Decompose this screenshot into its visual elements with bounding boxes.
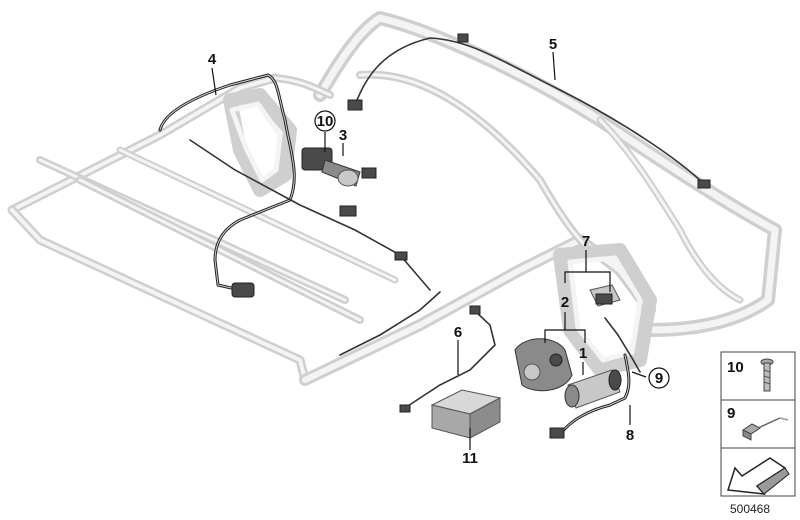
callout-1: 1 — [579, 345, 587, 362]
parts-legend: 10 9 — [720, 351, 796, 497]
pump-motor-1 — [564, 369, 622, 409]
callout-10-circle — [314, 110, 336, 132]
callout-9-circle — [648, 367, 670, 389]
callout-8: 8 — [626, 427, 634, 444]
sensor-cable-6 — [399, 305, 496, 413]
harness-connector — [231, 282, 255, 298]
callout-labels: 4 5 3 10 7 2 1 6 11 8 9 — [208, 36, 670, 467]
control-unit-box-11 — [430, 389, 502, 439]
callout-4: 4 — [208, 51, 217, 68]
connector-pin-icon — [742, 417, 789, 441]
rear-lid-cable — [339, 291, 441, 356]
diagram-id: 500468 — [730, 502, 770, 516]
callout-5: 5 — [549, 36, 557, 53]
legend-item-9 — [720, 399, 796, 449]
harness-clip — [394, 251, 408, 261]
arrow-pointer-icon — [727, 457, 790, 495]
drive-motor-3 — [301, 147, 377, 187]
harness-clip — [339, 205, 357, 217]
callout-10: 10 — [317, 113, 334, 130]
screw-icon — [760, 358, 774, 392]
callout-11: 11 — [462, 450, 478, 467]
wiring-harness-4 — [158, 73, 431, 298]
harness-clip — [457, 33, 469, 43]
callout-9: 9 — [655, 370, 663, 387]
wiring-harness-5 — [347, 33, 711, 189]
harness-connector — [347, 99, 363, 111]
harness-clip — [697, 179, 711, 189]
callout-7: 7 — [582, 233, 590, 250]
callout-6: 6 — [454, 324, 462, 341]
legend-number-9: 9 — [727, 405, 735, 422]
leader-lines — [211, 51, 647, 450]
callout-3: 3 — [339, 127, 347, 144]
wiring-8 — [549, 317, 641, 439]
legend-number-10: 10 — [727, 359, 744, 376]
hydraulic-unit-2 — [514, 284, 621, 392]
callout-2: 2 — [561, 294, 569, 311]
